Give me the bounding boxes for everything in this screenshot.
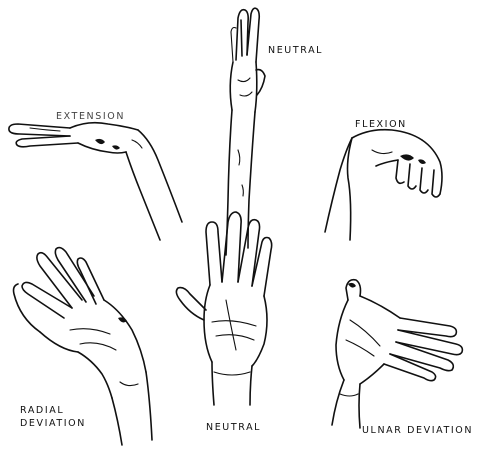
hand-neutral-palm bbox=[176, 212, 271, 405]
label-neutral-bottom: NEUTRAL bbox=[206, 422, 261, 434]
label-ulnar-deviation: ULNAR DEVIATION bbox=[362, 425, 473, 437]
label-neutral-top: NEUTRAL bbox=[268, 45, 323, 57]
hand-flexion bbox=[325, 130, 442, 240]
hand-ulnar-deviation bbox=[332, 280, 462, 428]
arm-neutral-vertical bbox=[226, 8, 265, 255]
label-radial-deviation: DEVIATION bbox=[20, 418, 86, 430]
label-radial: RADIAL bbox=[20, 405, 64, 417]
label-flexion: FLEXION bbox=[355, 119, 407, 131]
hand-extension bbox=[9, 123, 182, 240]
label-extension: EXTENSION bbox=[56, 111, 125, 123]
